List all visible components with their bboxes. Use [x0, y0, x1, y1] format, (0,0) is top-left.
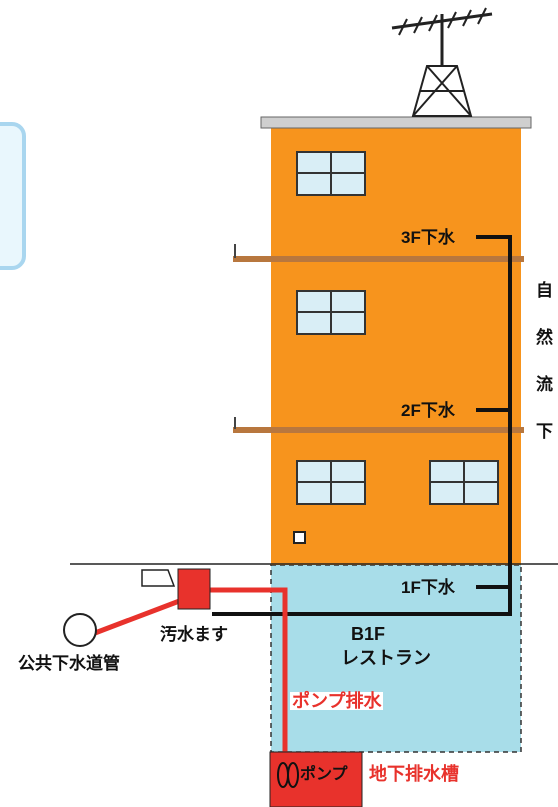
window-3f — [296, 151, 366, 196]
public-sewer-label: 公共下水道管 — [18, 654, 120, 673]
window-1f-left — [296, 460, 366, 505]
public-sewer-pipe — [63, 613, 97, 647]
floor-slabs — [233, 244, 524, 433]
basin-cover — [141, 569, 176, 587]
natural-flow-char: 自 — [536, 281, 553, 300]
pump-icon — [277, 762, 299, 788]
natural-flow-char: 流 — [536, 375, 553, 394]
floor2-drain-label: 2F下水 — [401, 401, 455, 420]
window-2f — [296, 290, 366, 335]
restaurant-label: レストラン — [341, 648, 431, 668]
antenna-tower — [391, 7, 493, 117]
callout-box — [0, 122, 26, 270]
window-1f-right — [429, 460, 499, 505]
drain-pipes — [212, 235, 512, 616]
small-vent — [293, 531, 306, 544]
pump-label: ポンプ — [300, 766, 348, 783]
windows — [296, 151, 499, 505]
floor1-drain-label: 1F下水 — [401, 578, 455, 597]
underground-tank — [269, 751, 363, 807]
sewage-basin — [177, 568, 211, 610]
natural-flow-char: 然 — [536, 328, 553, 347]
natural-flow-char: 下 — [536, 422, 553, 441]
b1f-label: B1F — [351, 624, 386, 644]
roof-slab — [260, 116, 532, 129]
pump-drainage-pipe — [94, 587, 288, 760]
sewage-basin-label: 汚水ます — [160, 625, 228, 644]
basement-b1f — [270, 564, 522, 753]
pump-drainage-label: ポンプ排水 — [290, 691, 384, 711]
underground-tank-label: 地下排水槽 — [369, 764, 459, 784]
floor3-drain-label: 3F下水 — [401, 228, 455, 247]
